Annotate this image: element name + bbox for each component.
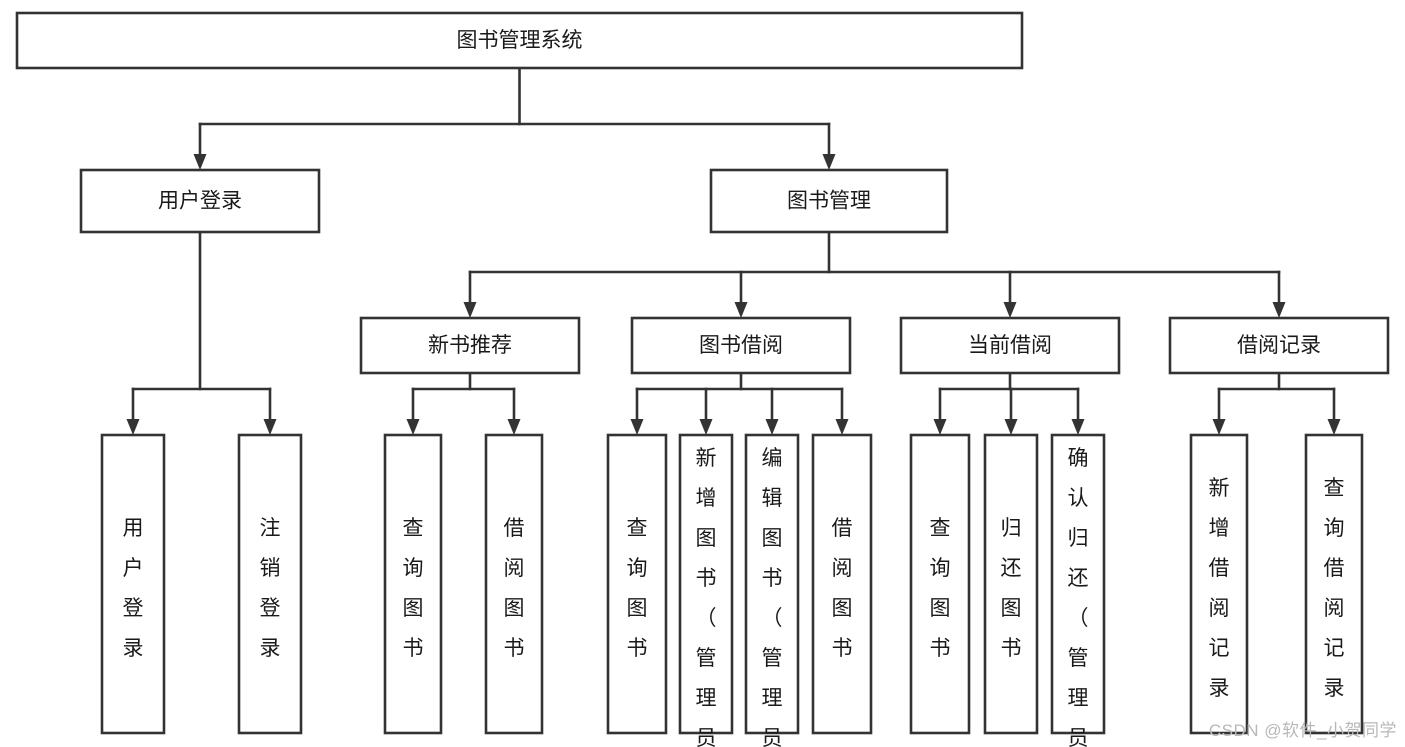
arrow-head-icon: [463, 302, 477, 318]
node-label: 图书管理: [787, 190, 871, 213]
arrow-head-icon: [1212, 419, 1226, 435]
node-leaf-add-record[interactable]: 新增借阅记录: [1189, 433, 1249, 735]
node-label: 图书管理系统: [457, 29, 583, 52]
node-leaf-add-book[interactable]: 新增图书（管理员）: [678, 433, 734, 747]
node-leaf-user-login[interactable]: 用户登录: [100, 433, 166, 735]
node-box: [678, 433, 734, 735]
node-root[interactable]: 图书管理系统: [15, 11, 1024, 70]
node-box: [79, 168, 321, 234]
node-leaf-query-book-1[interactable]: 查询图书: [383, 433, 443, 735]
node-label: 确认归还（管理员）: [1068, 447, 1089, 747]
node-label: 用户登录: [123, 517, 144, 660]
arrow-head-icon: [822, 154, 836, 170]
node-borrow-record[interactable]: 借阅记录: [1168, 316, 1390, 375]
node-leaf-return-book[interactable]: 归还图书: [983, 433, 1039, 735]
arrow-head-icon: [126, 419, 140, 435]
node-leaf-logout[interactable]: 注销登录: [237, 433, 303, 735]
node-box: [1189, 433, 1249, 735]
connectors-layer: [126, 66, 1341, 435]
arrow-head-icon: [734, 302, 748, 318]
arrow-head-icon: [507, 419, 521, 435]
node-box: [1304, 433, 1364, 735]
arrow-head-icon: [1004, 419, 1018, 435]
nodes-layer: 图书管理系统用户登录图书管理新书推荐图书借阅当前借阅借阅记录用户登录注销登录查询…: [15, 11, 1390, 747]
node-label: 借阅记录: [1237, 334, 1321, 357]
node-leaf-confirm-return[interactable]: 确认归还（管理员）: [1050, 433, 1106, 747]
node-box: [237, 433, 303, 735]
arrow-head-icon: [765, 419, 779, 435]
arrow-head-icon: [933, 419, 947, 435]
watermark: CSDN @软件_小贺同学: [1208, 721, 1397, 740]
node-box: [709, 168, 949, 234]
arrow-head-icon: [699, 419, 713, 435]
node-leaf-query-book-2[interactable]: 查询图书: [606, 433, 668, 735]
node-label: 查询图书: [403, 517, 424, 660]
node-label: 借阅图书: [504, 517, 525, 660]
node-leaf-edit-book[interactable]: 编辑图书（管理员）: [744, 433, 800, 747]
arrow-head-icon: [1327, 419, 1341, 435]
node-box: [1050, 433, 1106, 735]
arrow-head-icon: [630, 419, 644, 435]
node-label: 查询借阅记录: [1324, 477, 1345, 700]
arrow-head-icon: [263, 419, 277, 435]
node-label: 归还图书: [1001, 517, 1022, 660]
node-label: 用户登录: [158, 190, 242, 213]
node-label: 注销登录: [260, 517, 281, 660]
node-book-borrow[interactable]: 图书借阅: [630, 316, 852, 375]
node-box: [100, 433, 166, 735]
node-leaf-query-record[interactable]: 查询借阅记录: [1304, 433, 1364, 735]
node-box: [899, 316, 1121, 375]
node-box: [1168, 316, 1390, 375]
arrow-head-icon: [406, 419, 420, 435]
node-box: [811, 433, 873, 735]
arrow-head-icon: [1272, 302, 1286, 318]
node-box: [359, 316, 581, 375]
node-box: [630, 316, 852, 375]
node-leaf-borrow-book-2[interactable]: 借阅图书: [811, 433, 873, 735]
node-box: [606, 433, 668, 735]
arrow-head-icon: [193, 154, 207, 170]
arrow-head-icon: [835, 419, 849, 435]
node-new-book-rec[interactable]: 新书推荐: [359, 316, 581, 375]
node-label: 图书借阅: [699, 334, 783, 357]
node-label: 查询图书: [930, 517, 951, 660]
node-box: [744, 433, 800, 735]
node-label: 新增图书（管理员）: [696, 447, 717, 747]
node-current-borrow[interactable]: 当前借阅: [899, 316, 1121, 375]
arrow-head-icon: [1003, 302, 1017, 318]
node-label: 借阅图书: [832, 517, 853, 660]
node-box: [484, 433, 544, 735]
arrow-head-icon: [1071, 419, 1085, 435]
node-box: [909, 433, 971, 735]
node-box: [983, 433, 1039, 735]
node-label: 新书推荐: [428, 334, 512, 357]
node-label: 当前借阅: [968, 334, 1052, 357]
node-leaf-borrow-book-1[interactable]: 借阅图书: [484, 433, 544, 735]
node-label: 查询图书: [627, 517, 648, 660]
node-label: 新增借阅记录: [1209, 477, 1230, 700]
node-user-login[interactable]: 用户登录: [79, 168, 321, 234]
node-box: [15, 11, 1024, 70]
node-book-manage[interactable]: 图书管理: [709, 168, 949, 234]
node-box: [383, 433, 443, 735]
node-leaf-query-book-3[interactable]: 查询图书: [909, 433, 971, 735]
node-label: 编辑图书（管理员）: [762, 447, 783, 747]
